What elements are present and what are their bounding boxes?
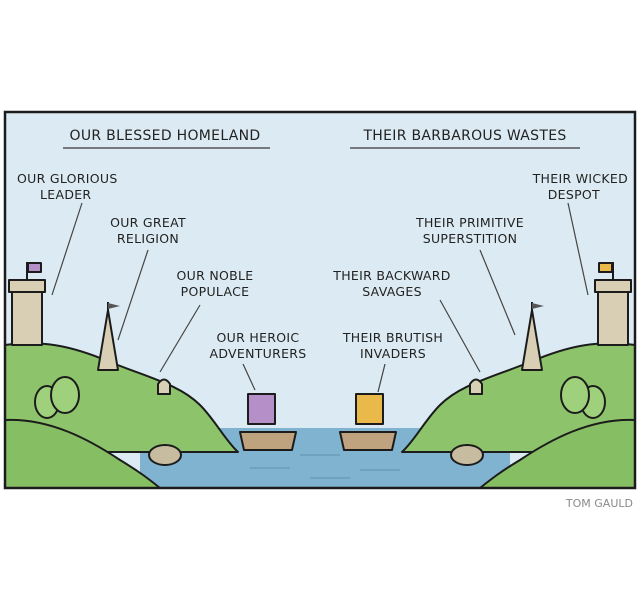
left-hill-upper [4, 342, 239, 453]
left-trees [34, 376, 80, 419]
right-hill-upper [401, 342, 636, 453]
right-boat [339, 393, 397, 451]
left-hill-lower [4, 418, 161, 489]
right-hut [469, 378, 483, 395]
rock [148, 444, 182, 466]
left-temple [97, 302, 120, 371]
left-heading: OUR BLESSED HOMELAND [70, 128, 261, 144]
rock [450, 444, 484, 466]
right-heading: THEIR BARBAROUS WASTES [362, 128, 566, 144]
right-hill-lower [479, 418, 636, 489]
right-tower [594, 262, 632, 346]
left-hut [157, 378, 171, 395]
left-tower [8, 262, 46, 346]
signature: TOM GAULD [565, 497, 633, 510]
panel-border [3, 110, 637, 490]
left-boat [239, 393, 297, 451]
right-trees [560, 376, 606, 419]
right-flag [598, 262, 613, 273]
right-temple [521, 302, 544, 371]
left-flag [27, 262, 42, 273]
